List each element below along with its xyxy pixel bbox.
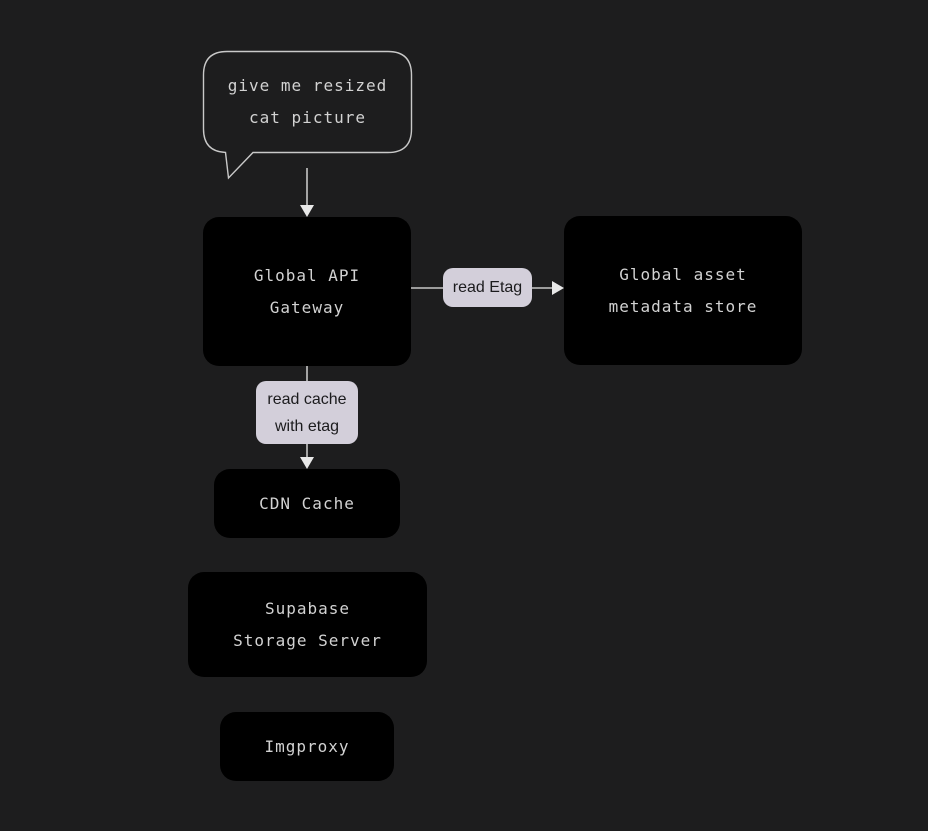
node-label-line: Global asset (619, 264, 747, 284)
bubble-text-line: give me resized (227, 76, 388, 95)
edge-label-read-cache-with-etag[interactable]: read cache with etag (256, 381, 358, 444)
arrowhead-gateway-to-cdn (300, 457, 314, 469)
node-label-line: Global API (253, 265, 361, 285)
node-label-line: CDN Cache (259, 493, 355, 513)
node-global-asset-metadata-store[interactable]: Global asset metadata store (564, 216, 802, 365)
node-label-line: Gateway (269, 297, 345, 317)
arrowhead-bubble-to-gateway (300, 205, 314, 217)
arrowhead-gateway-to-metadata (552, 281, 564, 295)
user-request-bubble[interactable]: give me resized cat picture (203, 51, 412, 153)
edge-label-line: read cache (267, 390, 347, 408)
node-label-line: metadata store (608, 296, 758, 316)
node-label-line: Supabase (264, 598, 351, 618)
edge-label-read-etag[interactable]: read Etag (443, 268, 532, 307)
node-global-api-gateway[interactable]: Global API Gateway (203, 217, 411, 366)
node-label-line: Storage Server (233, 630, 382, 650)
bubble-text-line: cat picture (249, 108, 366, 127)
node-supabase-storage-server[interactable]: Supabase Storage Server (188, 572, 427, 677)
edge-label-line: with etag (274, 417, 340, 435)
node-label-line: Imgproxy (264, 736, 350, 756)
node-imgproxy[interactable]: Imgproxy (220, 712, 394, 781)
edge-label-line: read Etag (452, 279, 523, 296)
node-cdn-cache[interactable]: CDN Cache (214, 469, 400, 538)
